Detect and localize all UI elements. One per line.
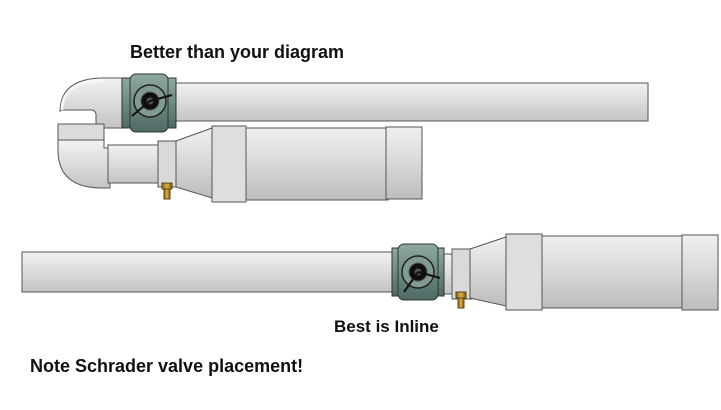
caption-note: Note Schrader valve placement! xyxy=(30,356,304,376)
elbow-top xyxy=(59,77,125,129)
reducer xyxy=(175,127,213,199)
end-coupling xyxy=(385,126,423,200)
inline-assembly xyxy=(21,233,719,311)
schrader-valve xyxy=(161,182,173,200)
coupling xyxy=(57,123,105,143)
schrader-valve xyxy=(455,291,467,309)
end-coupling xyxy=(681,234,719,311)
straight-pipe xyxy=(21,251,401,293)
caption-top: Better than your diagram xyxy=(130,42,345,62)
ball-valve xyxy=(391,243,445,301)
elbow-bottom xyxy=(57,139,111,189)
ball-valve xyxy=(121,73,177,133)
caption-inline: Best is Inline xyxy=(334,317,439,336)
short-pipe xyxy=(107,144,163,184)
straight-pipe xyxy=(169,82,649,122)
upper-assembly xyxy=(57,73,649,203)
reducer xyxy=(469,236,507,307)
